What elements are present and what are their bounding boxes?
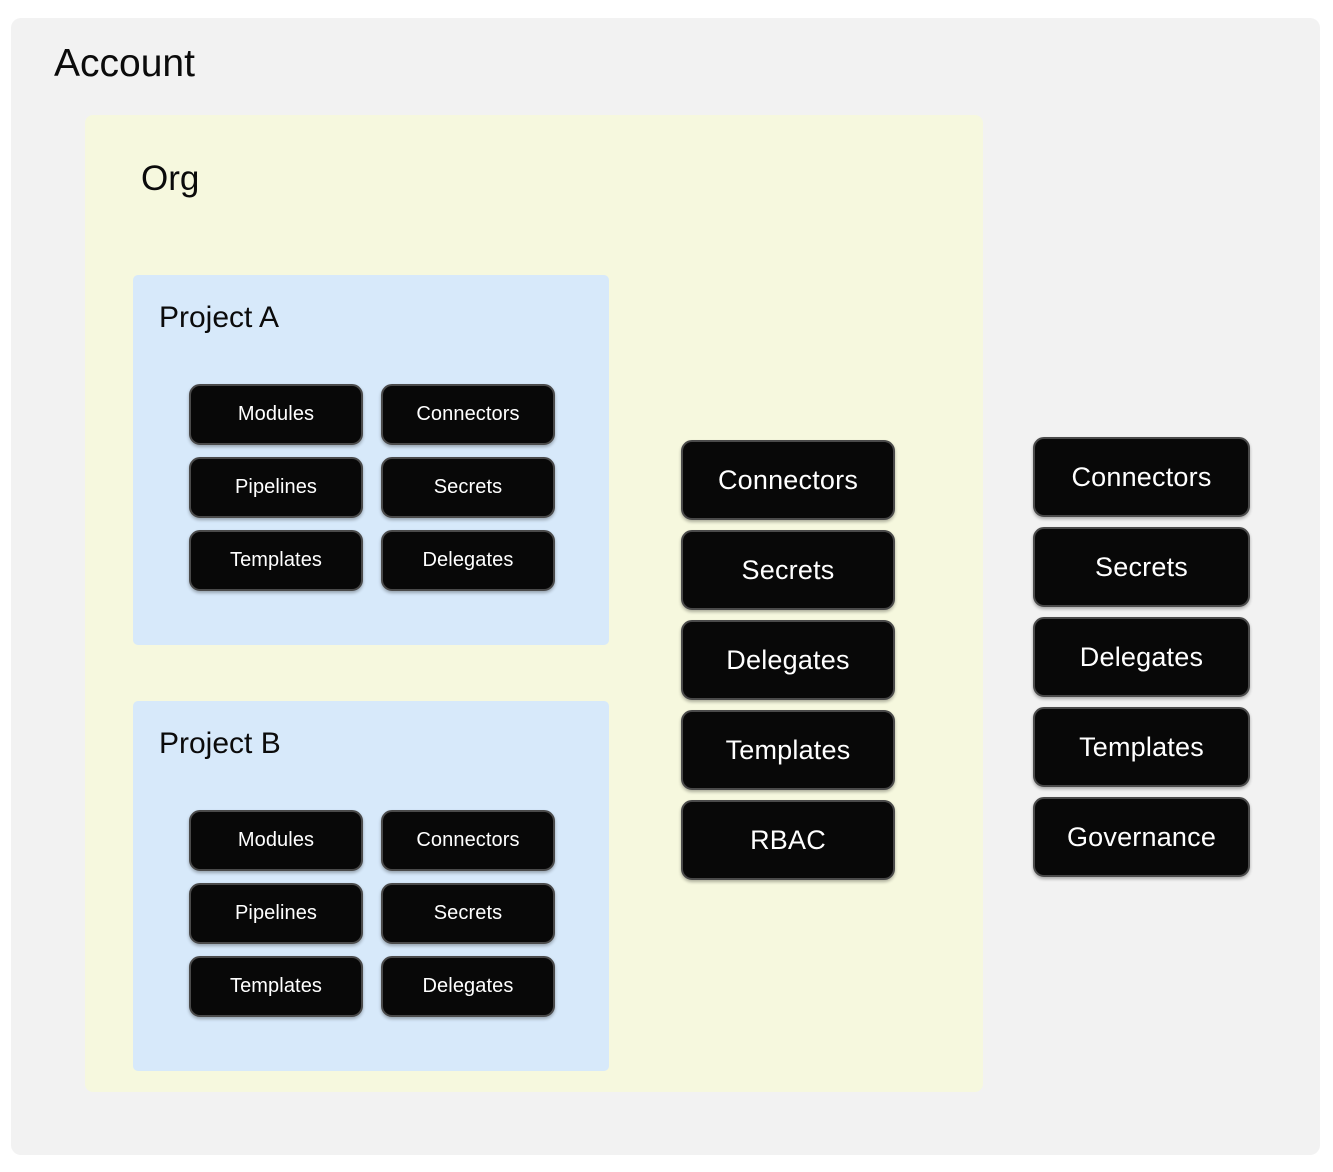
account-resource-connectors[interactable]: Connectors: [1033, 437, 1250, 517]
project-a-container: Project A Modules Connectors Pipelines S…: [133, 275, 609, 645]
project-a-resource-connectors[interactable]: Connectors: [381, 384, 555, 445]
project-a-resource-modules[interactable]: Modules: [189, 384, 363, 445]
project-b-resource-delegates[interactable]: Delegates: [381, 956, 555, 1017]
project-a-resource-grid: Modules Connectors Pipelines Secrets Tem…: [189, 384, 555, 591]
project-b-title: Project B: [159, 727, 281, 760]
project-a-resource-secrets[interactable]: Secrets: [381, 457, 555, 518]
project-b-resource-modules[interactable]: Modules: [189, 810, 363, 871]
project-b-resource-templates[interactable]: Templates: [189, 956, 363, 1017]
account-resource-stack: Connectors Secrets Delegates Templates G…: [1033, 437, 1250, 877]
project-a-resource-delegates[interactable]: Delegates: [381, 530, 555, 591]
org-resource-stack: Connectors Secrets Delegates Templates R…: [681, 440, 895, 880]
org-resource-secrets[interactable]: Secrets: [681, 530, 895, 610]
project-b-resource-grid: Modules Connectors Pipelines Secrets Tem…: [189, 810, 555, 1017]
account-resource-governance[interactable]: Governance: [1033, 797, 1250, 877]
account-resource-secrets[interactable]: Secrets: [1033, 527, 1250, 607]
account-scope-title: Account: [54, 42, 195, 85]
org-resource-rbac[interactable]: RBAC: [681, 800, 895, 880]
org-resource-delegates[interactable]: Delegates: [681, 620, 895, 700]
project-b-container: Project B Modules Connectors Pipelines S…: [133, 701, 609, 1071]
org-scope-title: Org: [141, 159, 200, 198]
project-b-resource-connectors[interactable]: Connectors: [381, 810, 555, 871]
project-b-resource-secrets[interactable]: Secrets: [381, 883, 555, 944]
org-resource-templates[interactable]: Templates: [681, 710, 895, 790]
project-a-resource-pipelines[interactable]: Pipelines: [189, 457, 363, 518]
account-resource-delegates[interactable]: Delegates: [1033, 617, 1250, 697]
project-a-title: Project A: [159, 301, 280, 334]
account-resource-templates[interactable]: Templates: [1033, 707, 1250, 787]
org-resource-connectors[interactable]: Connectors: [681, 440, 895, 520]
project-b-resource-pipelines[interactable]: Pipelines: [189, 883, 363, 944]
project-a-resource-templates[interactable]: Templates: [189, 530, 363, 591]
